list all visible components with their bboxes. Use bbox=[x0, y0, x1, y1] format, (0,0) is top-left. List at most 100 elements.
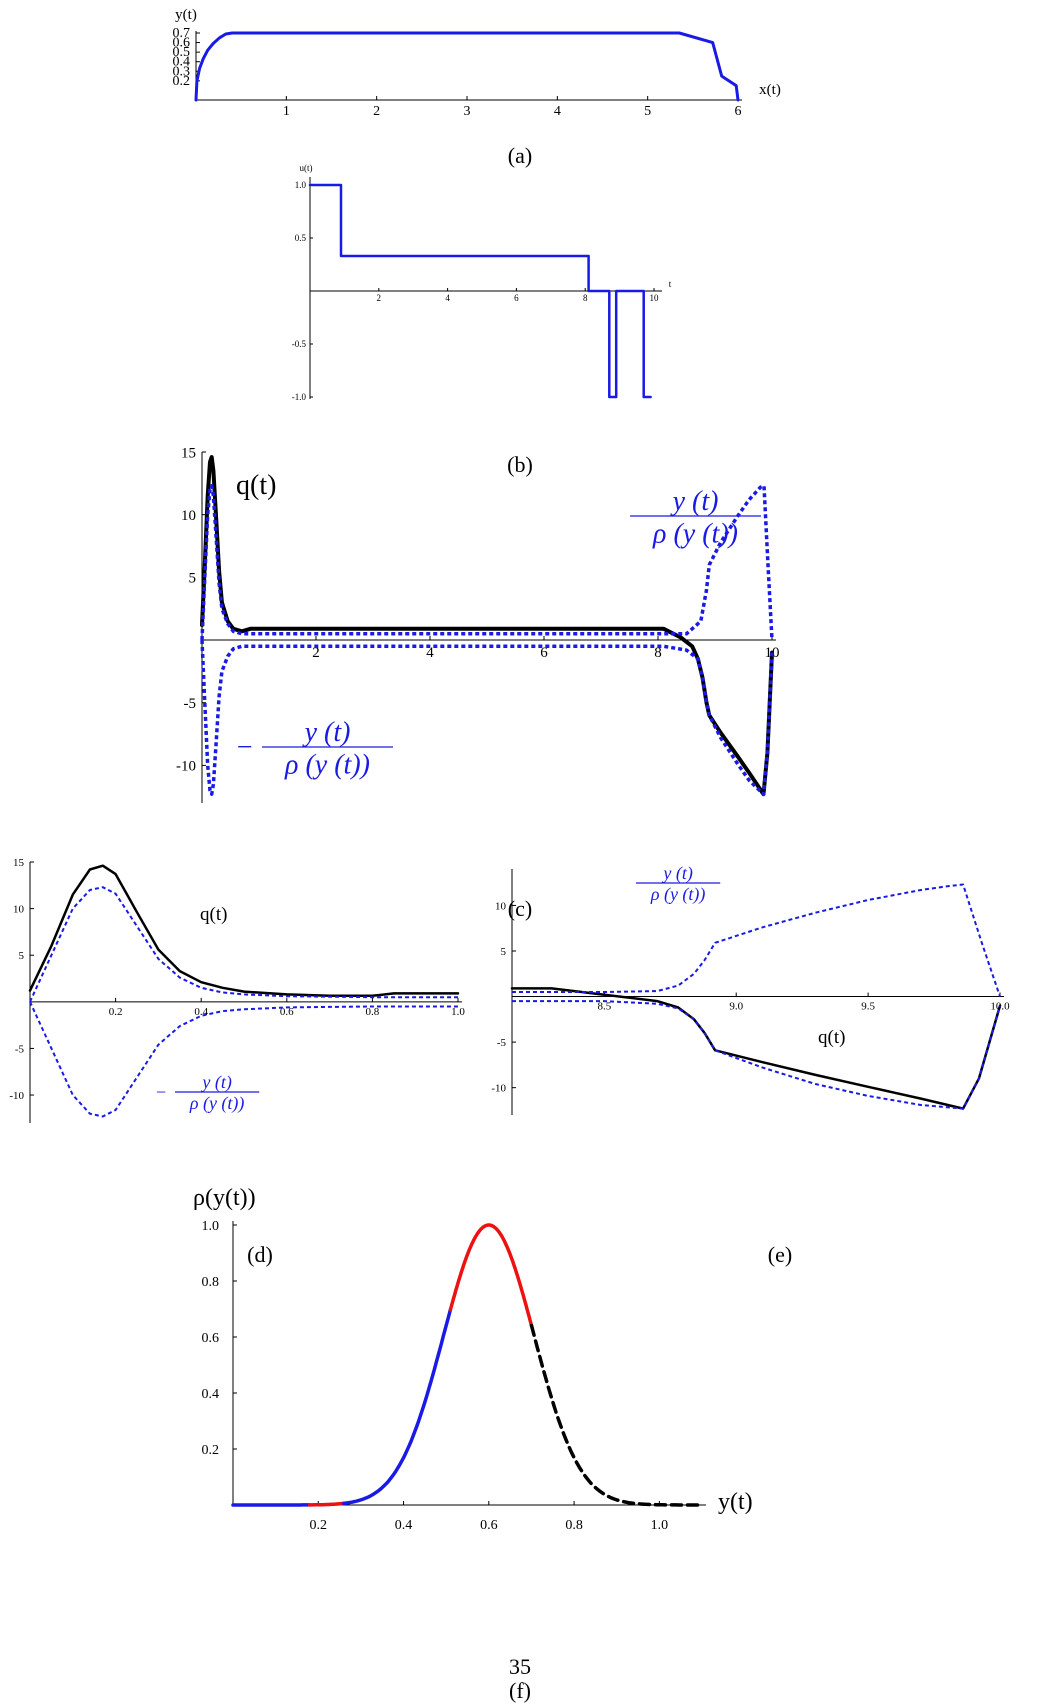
x-tick-label: 0.8 bbox=[565, 1518, 583, 1533]
x-tick-label: 0.4 bbox=[395, 1518, 413, 1533]
x-axis-label: y(t) bbox=[718, 1489, 753, 1515]
y-tick-label: 0.8 bbox=[202, 1275, 220, 1290]
ratio-label: y (t)ρ (y (t)) bbox=[636, 863, 721, 905]
fraction-numerator: y (t) bbox=[302, 717, 351, 748]
y-tick-label: 0.5 bbox=[295, 233, 307, 243]
density-segment bbox=[448, 1223, 534, 1328]
x-tick-label: 0.6 bbox=[280, 1006, 294, 1018]
x-axis-label: x(t) bbox=[759, 82, 781, 98]
density-segment bbox=[307, 1501, 346, 1507]
x-tick-label: 9.5 bbox=[861, 1001, 875, 1013]
fraction-denominator: ρ (y (t)) bbox=[650, 884, 706, 905]
x-tick-label: 4 bbox=[426, 645, 434, 661]
fraction-numerator: y (t) bbox=[200, 1072, 231, 1093]
caption-d: (d) bbox=[247, 1242, 273, 1267]
series-line bbox=[510, 987, 1002, 1110]
y-tick-label: 0.4 bbox=[202, 1387, 220, 1402]
x-tick-label: 9.0 bbox=[729, 1001, 743, 1013]
y-tick-label: -10 bbox=[176, 759, 196, 775]
density-segment bbox=[529, 1323, 704, 1507]
q-label: q(t) bbox=[818, 1027, 845, 1048]
y-tick-label: 0.2 bbox=[173, 74, 191, 89]
q-label: q(t) bbox=[236, 470, 276, 501]
caption-c: (c) bbox=[508, 896, 532, 921]
y-tick-label: -0.5 bbox=[292, 339, 307, 349]
x-tick-label: 10 bbox=[650, 293, 660, 303]
x-tick-label: 2 bbox=[312, 645, 320, 661]
y-tick-label: 5 bbox=[189, 571, 197, 587]
caption-e: (e) bbox=[768, 1242, 792, 1267]
fraction-denominator: ρ (y (t)) bbox=[284, 750, 370, 781]
x-tick-label: 0.4 bbox=[194, 1006, 208, 1018]
x-tick-label: 0.8 bbox=[366, 1006, 380, 1018]
x-tick-label: 5 bbox=[644, 104, 651, 119]
x-tick-label: 2 bbox=[377, 293, 382, 303]
series-line bbox=[29, 1001, 458, 1118]
x-tick-label: 6 bbox=[540, 645, 548, 661]
x-tick-label: 8.5 bbox=[597, 1001, 611, 1013]
series-line bbox=[512, 1000, 1001, 1110]
caption-b: (b) bbox=[507, 452, 533, 477]
minus-sign: − bbox=[155, 1082, 167, 1102]
x-tick-label: 0.2 bbox=[109, 1006, 123, 1018]
y-tick-label: -5 bbox=[15, 1043, 25, 1055]
x-tick-label: 6 bbox=[735, 104, 742, 119]
neg-ratio-label: − y (t)ρ (y (t)) bbox=[155, 1072, 260, 1114]
series-line bbox=[512, 883, 1001, 997]
fraction-denominator: ρ (y (t)) bbox=[189, 1093, 245, 1114]
minus-sign: − bbox=[235, 732, 254, 763]
x-tick-label: 4 bbox=[445, 293, 450, 303]
caption-a: (a) bbox=[508, 143, 532, 168]
x-tick-label: 1 bbox=[283, 104, 290, 119]
y-tick-label: -5 bbox=[497, 1037, 507, 1049]
x-tick-label: 6 bbox=[514, 293, 519, 303]
x-tick-label: 0.2 bbox=[310, 1518, 328, 1533]
y-tick-label: 5 bbox=[19, 950, 25, 962]
y-tick-label: 0.6 bbox=[202, 1331, 220, 1346]
y-tick-label: 0.2 bbox=[202, 1443, 220, 1458]
q-label: q(t) bbox=[200, 904, 227, 925]
series-line bbox=[29, 886, 458, 1003]
y-tick-label: 5 bbox=[501, 946, 507, 958]
y-tick-label: 15 bbox=[13, 857, 25, 869]
y-tick-label: 0.6 bbox=[173, 36, 191, 51]
y-axis-label: y(t) bbox=[175, 7, 197, 23]
y-tick-label: -1.0 bbox=[292, 392, 307, 402]
series-line bbox=[200, 484, 774, 641]
x-axis-label: t bbox=[669, 279, 672, 289]
fraction-numerator: y (t) bbox=[661, 863, 692, 884]
y-tick-label: 15 bbox=[181, 445, 196, 461]
y-tick-label: 0.4 bbox=[173, 55, 191, 70]
panel-b: 2 4 6 8 10 1.0 0.5 -0.5 -1.0 u(t) t bbox=[292, 163, 672, 402]
y-tick-label: -10 bbox=[9, 1090, 24, 1102]
y-tick-label: -5 bbox=[184, 696, 197, 712]
caption-f: (f) bbox=[509, 1678, 531, 1703]
y-tick-label: 1.0 bbox=[295, 180, 307, 190]
x-tick-label: 0.6 bbox=[480, 1518, 498, 1533]
neg-ratio-label: − y (t)ρ (y (t)) bbox=[235, 717, 394, 781]
fraction-denominator: ρ (y (t)) bbox=[652, 519, 738, 550]
series-line bbox=[194, 31, 740, 102]
series-line bbox=[308, 183, 652, 399]
x-tick-label: 8 bbox=[583, 293, 588, 303]
y-axis-label: u(t) bbox=[300, 163, 313, 173]
x-tick-label: 8 bbox=[654, 645, 662, 661]
density-segment bbox=[342, 1307, 453, 1506]
y-tick-label: -10 bbox=[491, 1083, 506, 1095]
y-tick-label: 1.0 bbox=[202, 1219, 220, 1234]
fraction-numerator: y (t) bbox=[670, 486, 719, 517]
x-tick-label: 1.0 bbox=[651, 1518, 669, 1533]
x-tick-label: 1.0 bbox=[451, 1006, 465, 1018]
x-tick-label: 4 bbox=[554, 104, 561, 119]
y-tick-label: 10 bbox=[495, 900, 507, 912]
y-axis-label: ρ(y(t)) bbox=[193, 1185, 256, 1211]
y-tick-label: 0.5 bbox=[173, 45, 191, 60]
series-line bbox=[200, 455, 774, 797]
y-tick-label: 10 bbox=[181, 508, 196, 524]
ratio-label: y (t)ρ (y (t)) bbox=[630, 486, 762, 550]
